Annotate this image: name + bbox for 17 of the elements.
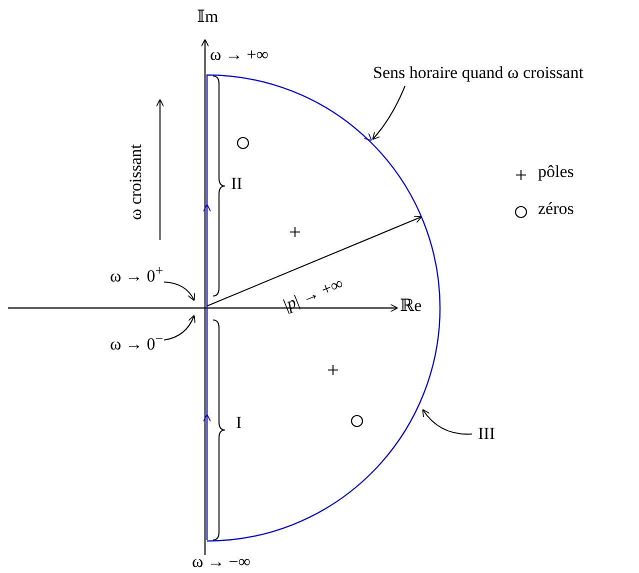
region-label: II xyxy=(231,175,242,194)
axis-label: ℝe xyxy=(400,297,422,316)
leader-line xyxy=(372,86,406,140)
leader-line xyxy=(422,408,472,435)
leader-line xyxy=(164,281,195,302)
leader-line xyxy=(164,314,196,341)
callout-text: Sens horaire quand ω croissant xyxy=(373,64,584,83)
limit-label: ω → +∞ xyxy=(210,46,268,65)
callout-text: ω → 0$^{−}$ xyxy=(110,332,164,354)
region-label: I xyxy=(236,414,242,433)
limit-label: ω → −∞ xyxy=(192,553,250,572)
axis-label: 𝕀m xyxy=(197,8,218,27)
axis-title: ω croissant xyxy=(127,144,146,220)
legend-label: pôles xyxy=(538,163,574,182)
callout-text: III xyxy=(478,425,495,444)
callout-text: ω → 0$^{+}$ xyxy=(110,264,164,286)
legend-label: zéros xyxy=(538,200,574,219)
